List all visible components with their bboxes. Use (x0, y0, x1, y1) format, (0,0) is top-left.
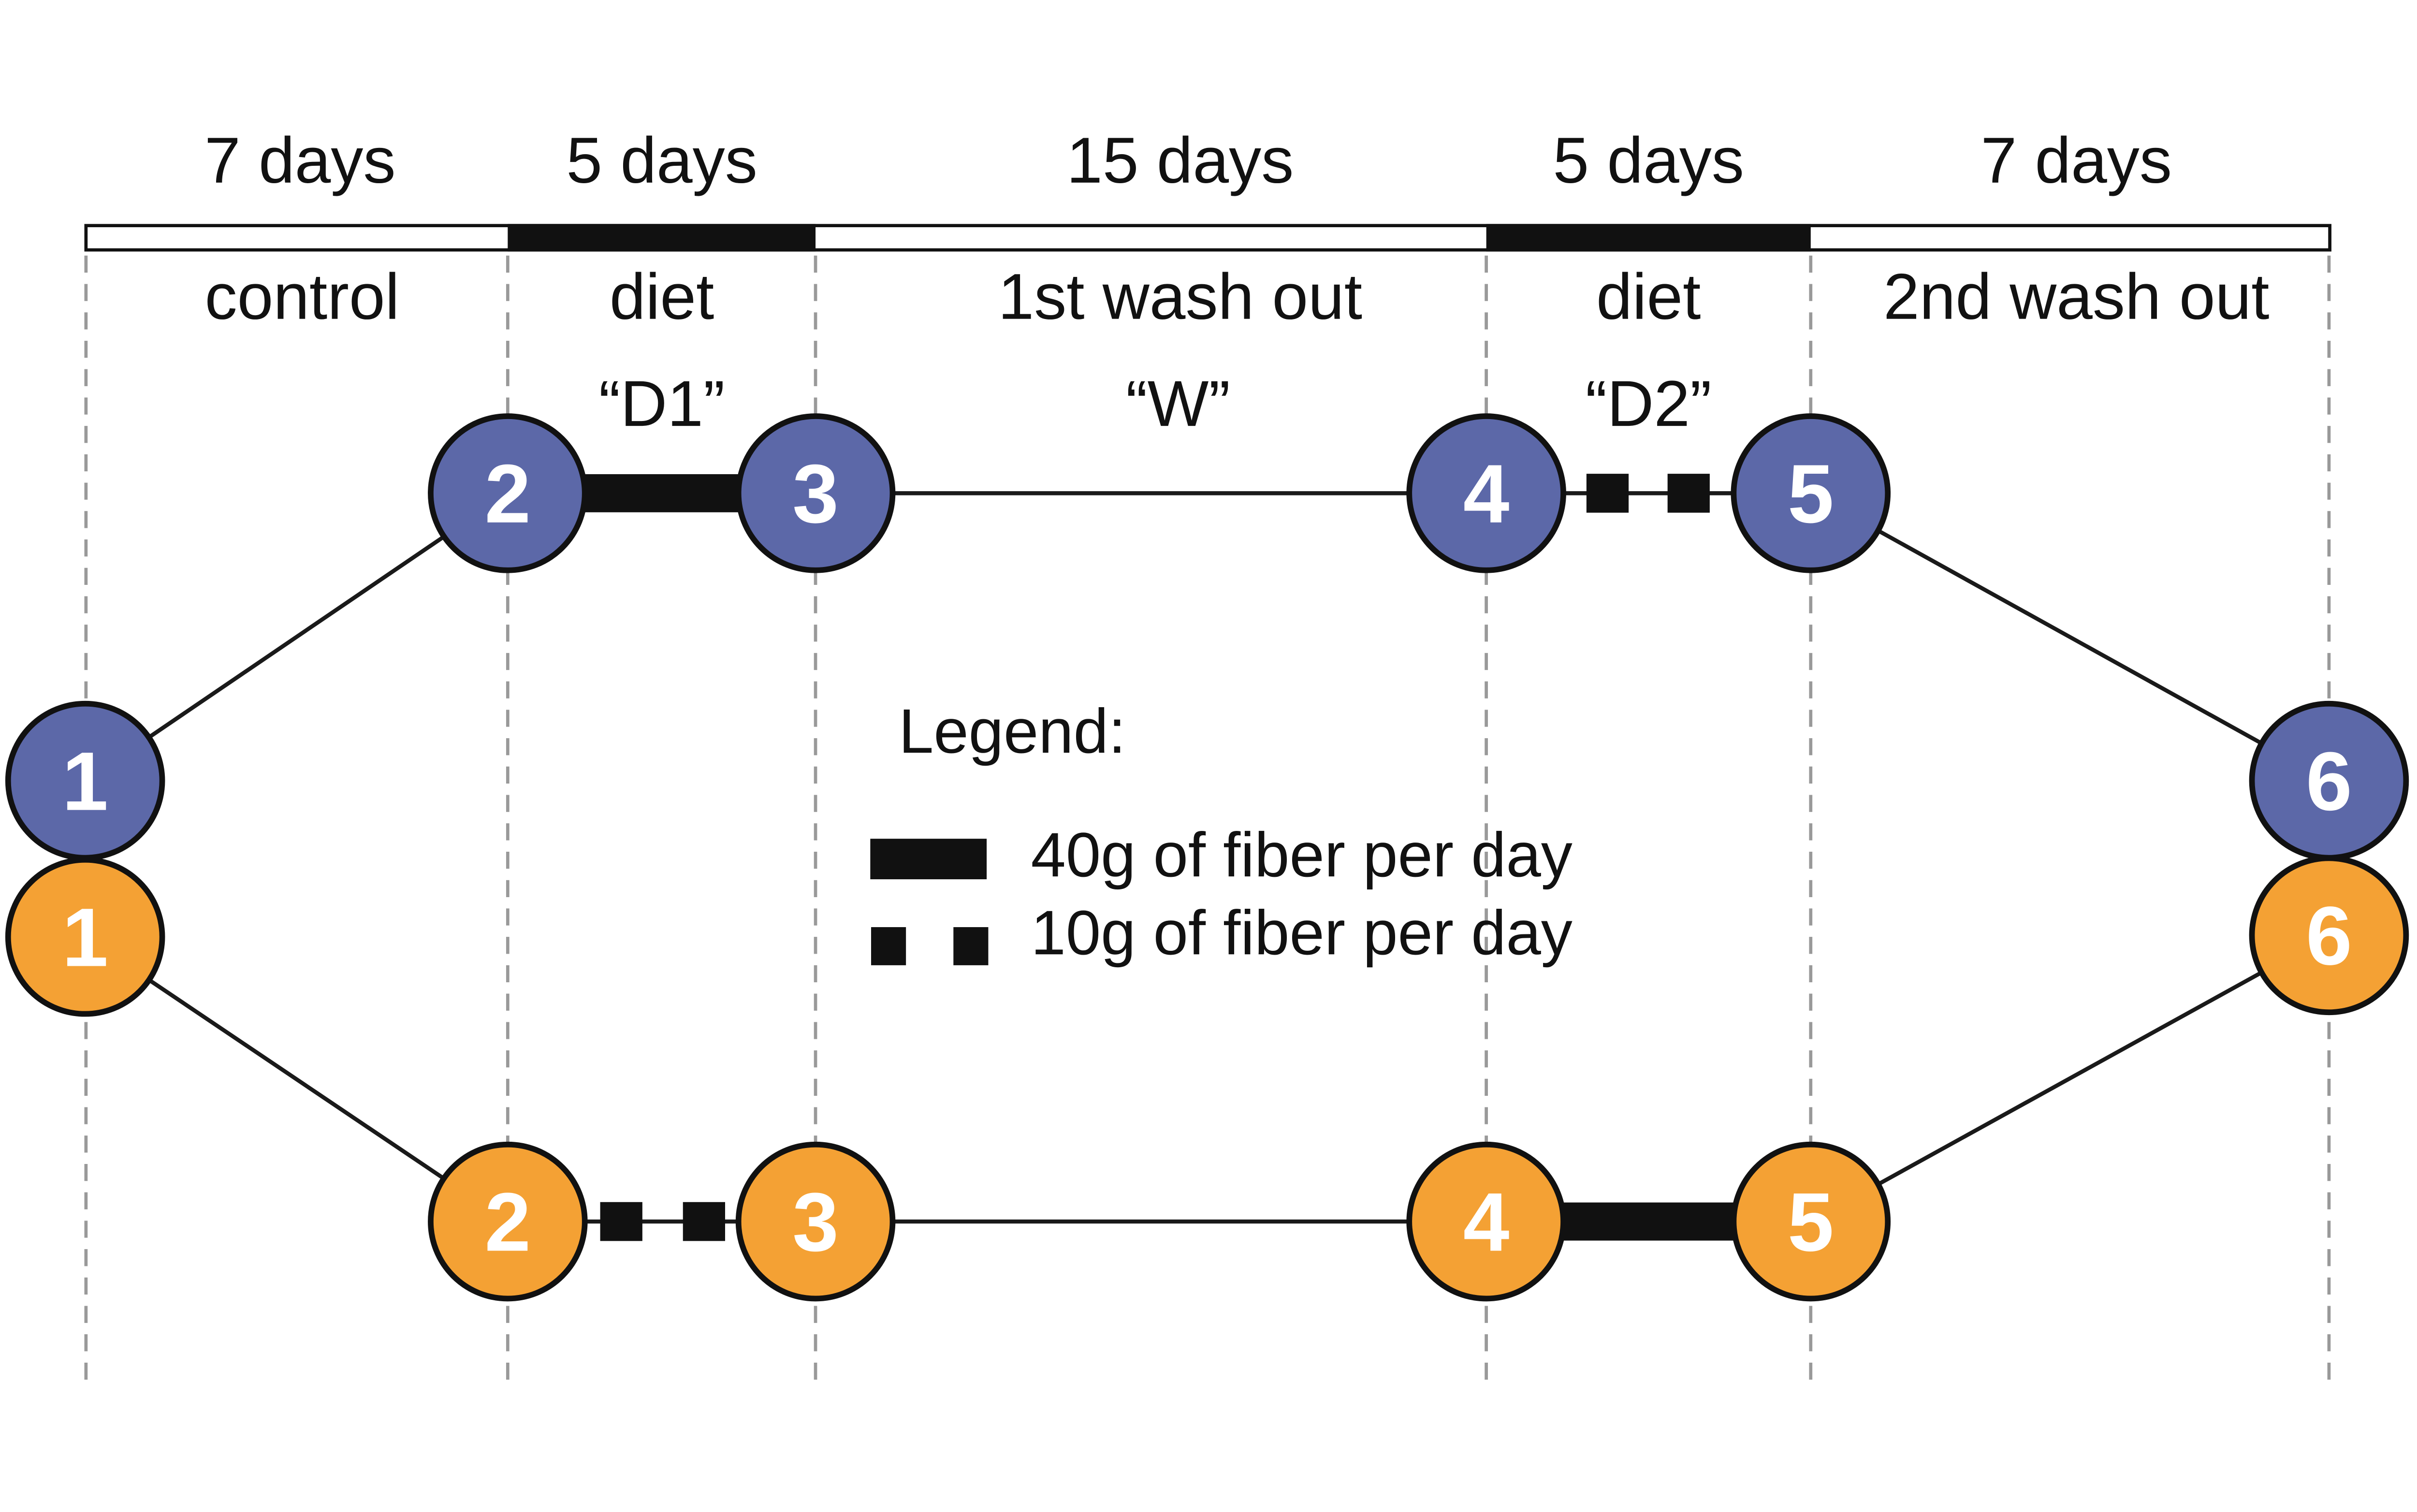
upper-arm-line-1-2 (84, 491, 509, 783)
study-timeline-bar (84, 224, 2331, 252)
visit-circle-upper-2 (428, 413, 588, 573)
visit-circle-upper-3 (735, 413, 896, 573)
visit-number-upper-6: 6 (2306, 735, 2352, 828)
visit-number-upper-4: 4 (1463, 448, 1510, 540)
visit-circle-upper-5 (1731, 413, 1891, 573)
phase-labels: control diet 1st wash out diet 2nd wash … (205, 261, 2270, 333)
visit-circle-lower-5 (1731, 1141, 1891, 1302)
visit-number-lower-3: 3 (792, 1176, 839, 1268)
phase-label-washout-2: 2nd wash out (1883, 261, 2269, 333)
visit-number-lower-2: 2 (485, 1176, 531, 1268)
duration-label-4: 5 days (1553, 124, 1744, 197)
visit-number-lower-5: 5 (1788, 1176, 1834, 1268)
duration-label-1: 7 days (204, 124, 395, 197)
duration-labels: 7 days 5 days 15 days 5 days 7 days (204, 124, 2172, 197)
phase-label-washout-1: 1st wash out (998, 261, 1363, 333)
phase-label-diet-1: diet (610, 261, 714, 333)
legend-dashed-bar-icon-1 (871, 927, 906, 965)
timeline-outline-bar (84, 224, 2331, 252)
legend-solid-bar-icon (870, 839, 987, 880)
legend-label-10g: 10g of fiber per day (1031, 897, 1573, 968)
lower-arm-line-5-6 (1809, 933, 2330, 1223)
duration-label-5: 7 days (1981, 124, 2172, 197)
phase-label-control: control (205, 261, 400, 333)
visit-number-upper-3: 3 (792, 448, 839, 540)
upper-d2-10g-dash-2 (1667, 474, 1710, 513)
lower-arm-line-1-2 (84, 935, 509, 1223)
duration-label-3: 15 days (1066, 124, 1294, 197)
timeline-diet-segment-1 (508, 224, 816, 252)
upper-arm-line-5-6 (1809, 491, 2330, 783)
duration-label-2: 5 days (566, 124, 757, 197)
canvas-background (0, 121, 2417, 1391)
visit-number-lower-4: 4 (1463, 1176, 1510, 1268)
visit-circle-lower-4 (1406, 1141, 1566, 1302)
lower-arm-visits: 1 2 3 4 5 6 (5, 855, 2409, 1302)
visit-number-lower-1: 1 (62, 891, 108, 984)
phase-label-diet-2: diet (1596, 261, 1701, 333)
period-code-d1: “D1” (599, 367, 725, 440)
legend-dashed-bar-icon-2 (953, 927, 989, 965)
visit-number-upper-2: 2 (485, 448, 531, 540)
lower-d1-10g-dash-1 (600, 1202, 642, 1241)
period-code-w: “W” (1126, 367, 1230, 440)
upper-arm-visits: 1 2 3 4 5 6 (5, 413, 2409, 861)
upper-d2-10g-dash-1 (1586, 474, 1629, 513)
visit-circle-lower-1 (5, 857, 165, 1017)
timeline-diet-segment-2 (1486, 224, 1811, 252)
period-code-labels: “D1” “W” “D2” (599, 367, 1712, 440)
legend-item-10g: 10g of fiber per day (871, 897, 1573, 968)
period-code-d2: “D2” (1586, 367, 1712, 440)
visit-circle-lower-6 (2249, 855, 2409, 1016)
lower-d1-10g-dash-2 (683, 1202, 725, 1241)
visit-circle-upper-4 (1406, 413, 1566, 573)
visit-circle-lower-3 (735, 1141, 896, 1302)
visit-circle-lower-2 (428, 1141, 588, 1302)
legend-label-40g: 40g of fiber per day (1031, 819, 1573, 890)
visit-number-upper-5: 5 (1788, 448, 1834, 540)
visit-number-upper-1: 1 (62, 735, 108, 828)
legend: Legend: 40g of fiber per day 10g of fibe… (870, 696, 1573, 968)
visit-number-lower-6: 6 (2306, 889, 2352, 982)
legend-title: Legend: (899, 696, 1126, 766)
legend-item-40g: 40g of fiber per day (870, 819, 1573, 890)
